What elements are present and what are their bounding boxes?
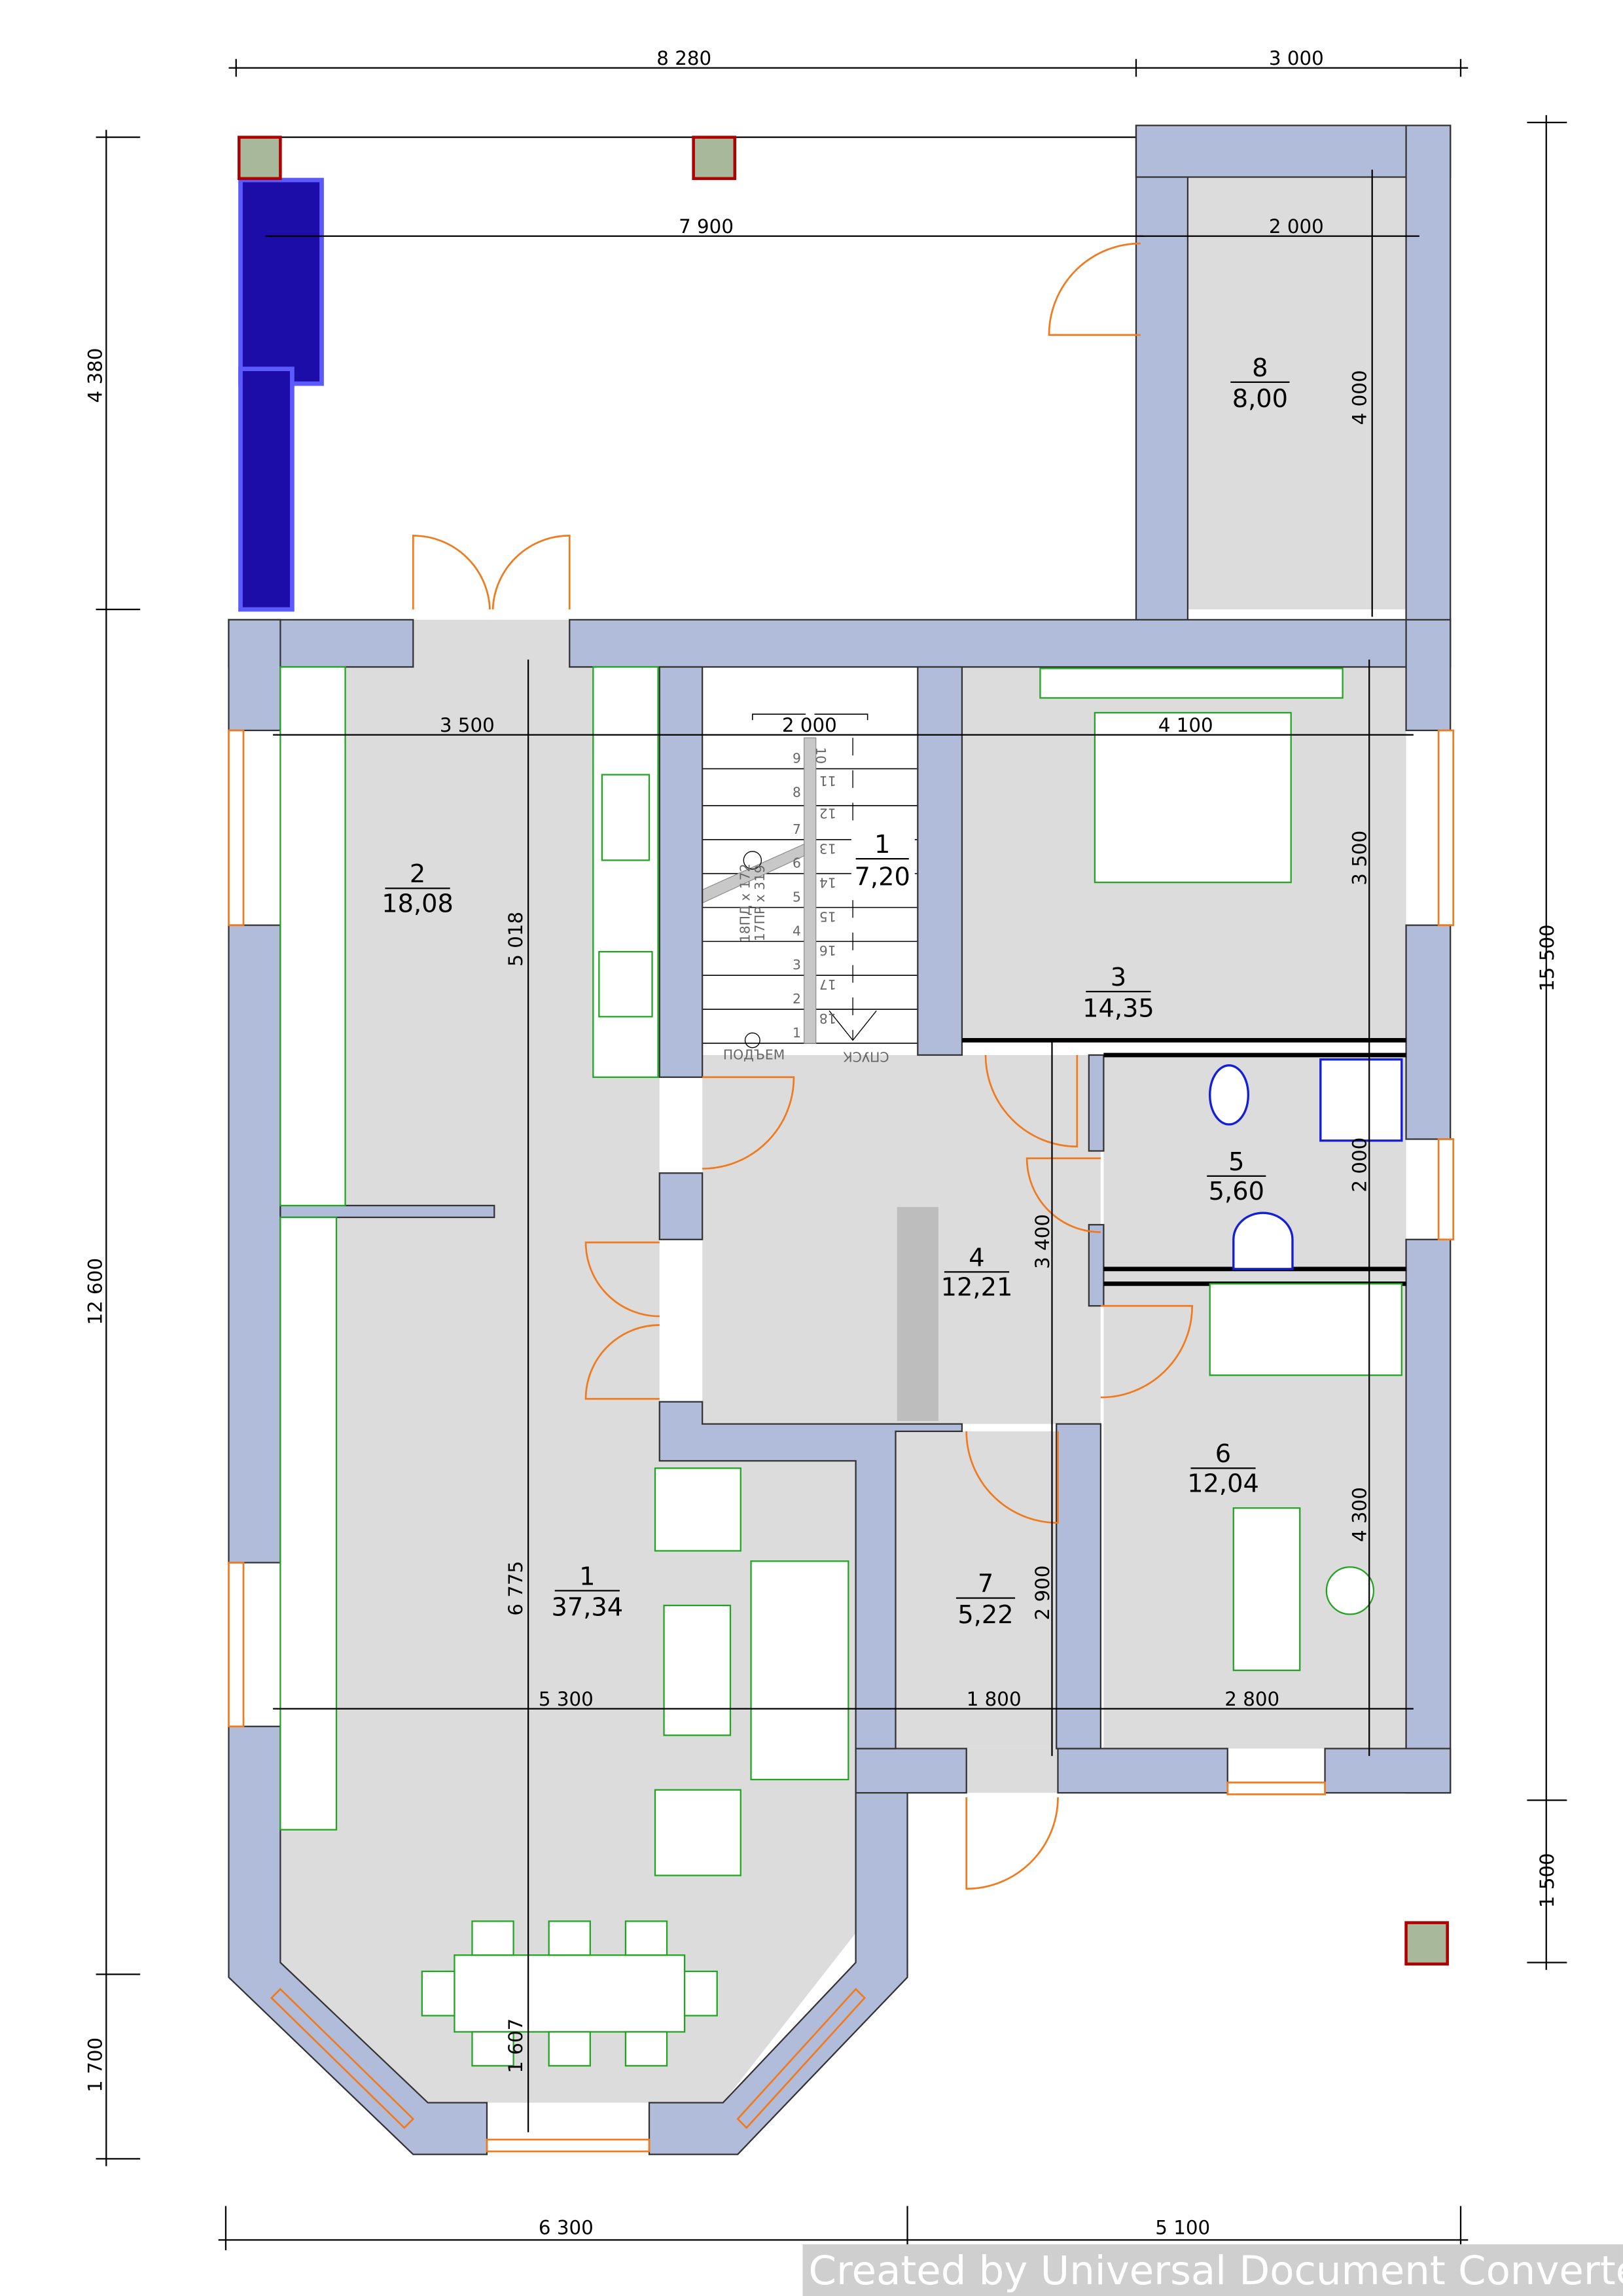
svg-text:12,04: 12,04 — [1187, 1469, 1259, 1498]
dim-label: 4 100 — [1158, 714, 1213, 736]
doors-windows — [228, 242, 1455, 2153]
room-label-room7: 75,22 — [955, 1570, 1016, 1630]
stair-step: 11 — [819, 773, 836, 789]
stair-step: 4 — [793, 923, 801, 939]
svg-text:5,60: 5,60 — [1209, 1177, 1264, 1206]
dim-label: 2 000 — [782, 714, 837, 736]
stair-step: 12 — [819, 805, 836, 821]
dim-label: 2 800 — [1224, 1688, 1279, 1710]
dimension-labels: 8 280 3 000 7 900 2 000 4 000 4 380 12 6… — [84, 47, 1558, 2238]
columns — [238, 135, 1449, 1965]
dimension-lines — [96, 59, 1567, 2251]
room-label-stair: 17,20 — [851, 826, 915, 892]
watermark: Created by Universal Document Converter — [802, 2244, 1623, 2296]
dim-label: 3 000 — [1269, 47, 1324, 69]
stair-down-label: СПУСК — [843, 1049, 889, 1064]
stair-step: 13 — [819, 841, 836, 857]
stair-tread-spec: 17ПР х 319 — [752, 865, 768, 941]
svg-text:37,34: 37,34 — [551, 1593, 623, 1623]
dim-label: 4 380 — [84, 348, 107, 403]
dim-label: 1 500 — [1536, 1853, 1558, 1908]
dim-label: 2 000 — [1269, 215, 1324, 238]
dim-label: 8 280 — [656, 47, 711, 69]
svg-text:2: 2 — [410, 859, 425, 889]
svg-text:4: 4 — [969, 1243, 984, 1272]
svg-text:7: 7 — [978, 1570, 993, 1599]
stair-riser-spec: 18ПД х 172 — [737, 863, 753, 942]
stair-step: 14 — [819, 874, 836, 890]
dim-label: 3 500 — [440, 714, 495, 736]
room-label-bathroom: 55,60 — [1207, 1147, 1266, 1206]
dim-label: 2 900 — [1031, 1566, 1054, 1621]
room-label-kitchen: 218,08 — [382, 859, 454, 918]
stair-step: 18 — [819, 1011, 836, 1026]
svg-text:5: 5 — [1228, 1147, 1244, 1177]
dim-label: 3 500 — [1349, 831, 1371, 886]
dim-label: 2 000 — [1349, 1138, 1371, 1193]
floor-areas — [280, 177, 1406, 2103]
svg-text:3: 3 — [1111, 963, 1126, 992]
svg-text:14,35: 14,35 — [1082, 994, 1154, 1023]
svg-text:6: 6 — [1215, 1439, 1231, 1469]
dim-label: 6 300 — [539, 2216, 594, 2238]
svg-text:Created by Universal Document: Created by Universal Document Converter — [808, 2248, 1623, 2294]
room-label-living: 137,34 — [551, 1562, 623, 1622]
dim-label: 5 100 — [1155, 2216, 1210, 2238]
stair-step: 5 — [793, 889, 801, 905]
dim-label: 6 775 — [505, 1561, 527, 1616]
svg-text:8,00: 8,00 — [1232, 384, 1288, 414]
svg-text:1: 1 — [579, 1562, 595, 1591]
dim-label: 1 800 — [967, 1688, 1022, 1710]
dim-label: 4 300 — [1349, 1487, 1371, 1542]
bathroom-fixtures — [1209, 1058, 1403, 1270]
dim-label: 4 000 — [1349, 370, 1371, 425]
room-label-room6: 612,04 — [1187, 1439, 1259, 1498]
stair-up-label: ПОДЪЕМ — [723, 1047, 785, 1063]
stair-step: 17 — [819, 977, 836, 992]
dim-label: 12 600 — [84, 1258, 107, 1325]
svg-text:12,21: 12,21 — [941, 1272, 1013, 1302]
room-label-annex: 88,00 — [1230, 353, 1290, 414]
terrace-bench — [238, 177, 324, 612]
room-label-bedroom: 314,35 — [1082, 963, 1154, 1023]
stair-step: 2 — [793, 991, 801, 1007]
room-labels: 137,34 218,08 17,20 314,35 412,21 55,60 … — [382, 353, 1290, 1630]
stair-step: 15 — [819, 908, 836, 924]
stair-step: 6 — [793, 855, 801, 871]
stair-step: 16 — [819, 942, 836, 958]
svg-text:1: 1 — [874, 830, 890, 859]
stair-step: 3 — [793, 957, 801, 973]
stair-step: 9 — [793, 751, 801, 766]
dim-label: 3 400 — [1031, 1214, 1054, 1269]
dim-label: 15 500 — [1536, 925, 1558, 992]
room-label-hall: 412,21 — [941, 1243, 1013, 1302]
stair-step: 10 — [813, 747, 829, 764]
dim-label: 1 607 — [505, 2018, 527, 2073]
svg-text:7,20: 7,20 — [855, 863, 910, 892]
svg-text:5,22: 5,22 — [957, 1600, 1013, 1630]
svg-text:8: 8 — [1252, 353, 1268, 383]
dim-label: 5 018 — [505, 912, 527, 967]
svg-text:18,08: 18,08 — [382, 889, 454, 918]
dim-label: 5 300 — [539, 1688, 594, 1710]
stair-step: 1 — [793, 1025, 801, 1041]
dim-label: 1 700 — [84, 2037, 107, 2092]
stair-step: 7 — [793, 821, 801, 837]
stair-step: 8 — [793, 784, 801, 800]
dim-label: 7 900 — [679, 215, 734, 238]
